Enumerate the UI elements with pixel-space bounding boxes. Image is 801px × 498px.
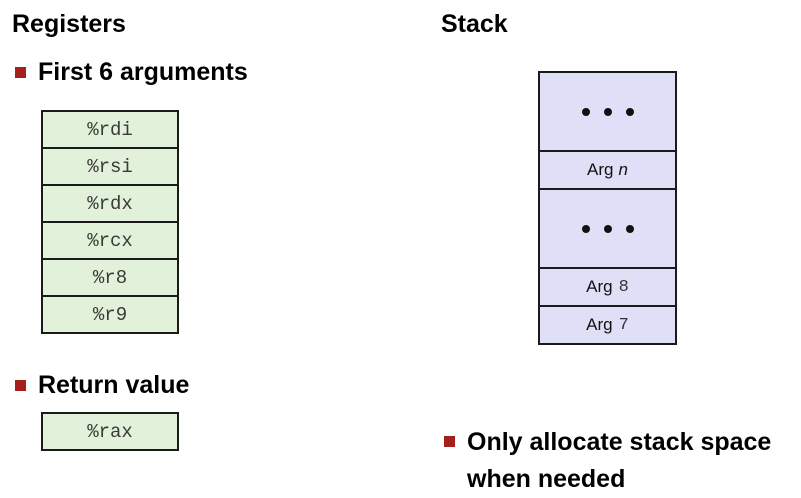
stack-diagram: Arg n Arg 8 Arg 7 — [538, 71, 677, 345]
register-r8: %r8 — [41, 258, 179, 297]
register-rsi: %rsi — [41, 147, 179, 186]
argument-registers: %rdi %rsi %rdx %rcx %r8 %r9 — [41, 110, 179, 334]
ellipsis-icon — [581, 107, 634, 116]
stack-heading: Stack — [441, 10, 508, 38]
stack-arg-7: Arg 7 — [538, 305, 677, 345]
register-rcx: %rcx — [41, 221, 179, 260]
arg-8-number: 8 — [618, 277, 629, 297]
ellipsis-icon — [581, 224, 634, 233]
register-rax: %rax — [41, 412, 179, 451]
bullet-square-icon — [444, 436, 455, 447]
arg-n-var: n — [618, 160, 628, 179]
bullet-square-icon — [15, 66, 26, 78]
stack-ellipsis-middle — [538, 188, 677, 269]
return-bullet-text: Return value — [38, 371, 190, 399]
register-rdx: %rdx — [41, 184, 179, 223]
arg-7-word: Arg — [586, 315, 613, 334]
stack-note: Only allocate stack space when needed — [444, 424, 801, 498]
arg-n-word: Arg — [587, 160, 614, 179]
stack-arg-n: Arg n — [538, 150, 677, 190]
stack-note-text: Only allocate stack space when needed — [467, 428, 772, 493]
args-bullet: First 6 arguments — [15, 57, 248, 87]
registers-heading: Registers — [12, 10, 126, 38]
bullet-square-icon — [15, 379, 26, 391]
arg-7-number: 7 — [618, 315, 629, 335]
register-r9: %r9 — [41, 295, 179, 334]
arg-8-word: Arg — [586, 277, 613, 296]
stack-arg-8: Arg 8 — [538, 267, 677, 307]
register-rdi: %rdi — [41, 110, 179, 149]
args-bullet-text: First 6 arguments — [38, 58, 248, 86]
return-register-box: %rax — [41, 412, 179, 451]
return-bullet: Return value — [15, 370, 189, 400]
stack-ellipsis-top — [538, 71, 677, 152]
